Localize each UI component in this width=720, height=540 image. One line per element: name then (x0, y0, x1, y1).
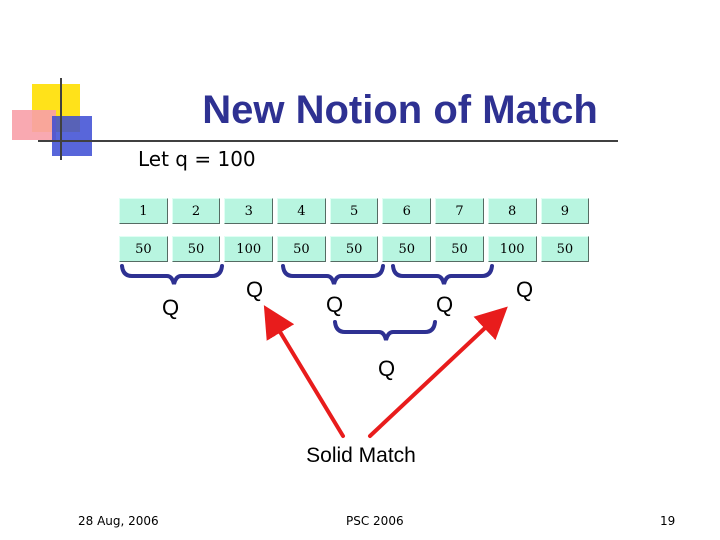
table-cell: 6 (382, 198, 432, 224)
q-label: Q (246, 277, 264, 302)
brace-left (120, 264, 224, 285)
table-cell: 3 (224, 198, 274, 224)
q-label: Q (436, 292, 454, 317)
table-cell: 100 (224, 236, 274, 262)
slide-title: New Notion of Match (202, 88, 598, 132)
table-cell: 50 (382, 236, 432, 262)
table-row-values: 50 50 100 50 50 50 50 100 50 (119, 236, 590, 262)
subtitle-let-q: Let q = 100 (138, 147, 256, 171)
table-cell: 9 (540, 198, 590, 224)
table-cell: 1 (119, 198, 168, 224)
table-cell: 50 (540, 236, 590, 262)
brace-lower (333, 320, 437, 341)
decorative-blue-square (52, 116, 92, 156)
table-cell: 50 (119, 236, 168, 262)
footer-center: PSC 2006 (346, 514, 404, 528)
solid-match-label: Solid Match (306, 444, 416, 467)
q-label: Q (378, 356, 396, 381)
table-cell: 2 (171, 198, 221, 224)
decorative-pink-square (12, 110, 56, 140)
table-cell: 4 (277, 198, 326, 224)
brace-middle (281, 264, 385, 285)
title-underline (38, 140, 618, 142)
table-cell: 50 (435, 236, 484, 262)
table-cell: 50 (277, 236, 326, 262)
table-cell: 100 (487, 236, 537, 262)
footer-date: 28 Aug, 2006 (78, 514, 159, 528)
arrow-to-left-q (263, 305, 345, 438)
page-number: 19 (660, 514, 676, 528)
table-cell: 7 (435, 198, 484, 224)
arrow-to-right-q (368, 306, 508, 438)
table-cell: 5 (329, 198, 379, 224)
decorative-vertical-line (60, 78, 62, 160)
q-label: Q (326, 292, 344, 317)
brace-right (391, 264, 494, 285)
table-cell: 50 (171, 236, 221, 262)
table-cell: 50 (329, 236, 379, 262)
table-row-index: 1 2 3 4 5 6 7 8 9 (119, 198, 590, 224)
table-cell: 8 (487, 198, 537, 224)
q-label: Q (516, 277, 534, 302)
q-label: Q (162, 295, 180, 320)
